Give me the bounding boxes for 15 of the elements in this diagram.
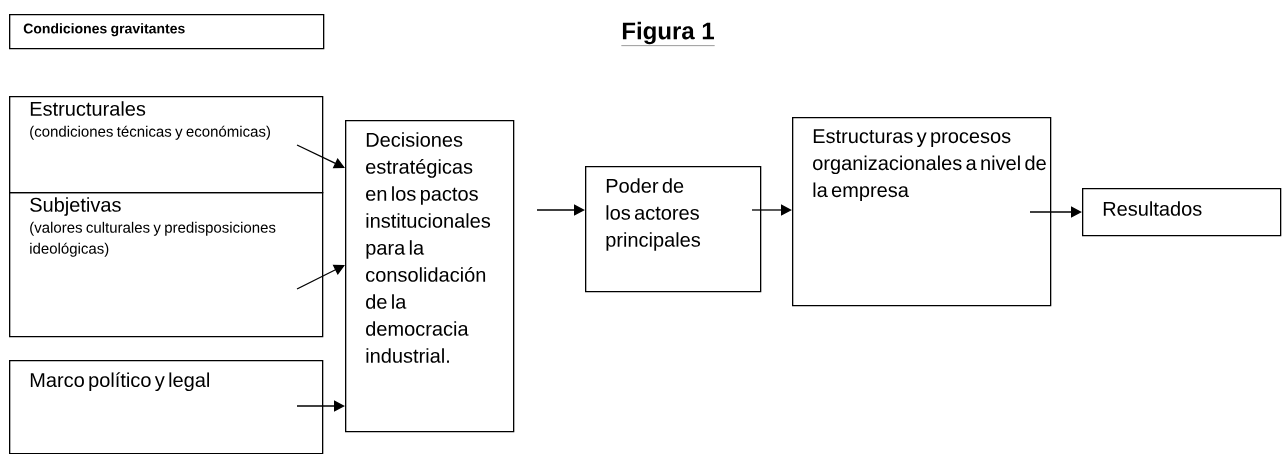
text-box: Subjetivas (valores culturales y predisposiciones ideológicas) bbox=[9, 192, 324, 338]
arrow bbox=[296, 400, 345, 412]
text-box: Resultados bbox=[1082, 188, 1282, 237]
text-box: Condiciones gravitantes bbox=[9, 14, 325, 50]
text-box: Poder de los actores principales bbox=[585, 166, 762, 293]
arrow bbox=[536, 204, 585, 216]
text-box: Decisiones estratégicas en los pactos institucionales para la consolidación de la democracia industrial. bbox=[345, 120, 515, 433]
text-box: Marco político y legal bbox=[9, 360, 324, 454]
arrow bbox=[296, 264, 345, 290]
arrow bbox=[751, 204, 792, 216]
arrow bbox=[296, 144, 345, 169]
figure-title: Figura 1 bbox=[621, 21, 715, 46]
text-box: Estructuras y procesos organizacionales a nivel de la empresa bbox=[792, 117, 1052, 307]
arrow bbox=[1029, 206, 1082, 218]
text-box: Estructurales (condiciones técnicas y económicas) bbox=[9, 96, 324, 194]
